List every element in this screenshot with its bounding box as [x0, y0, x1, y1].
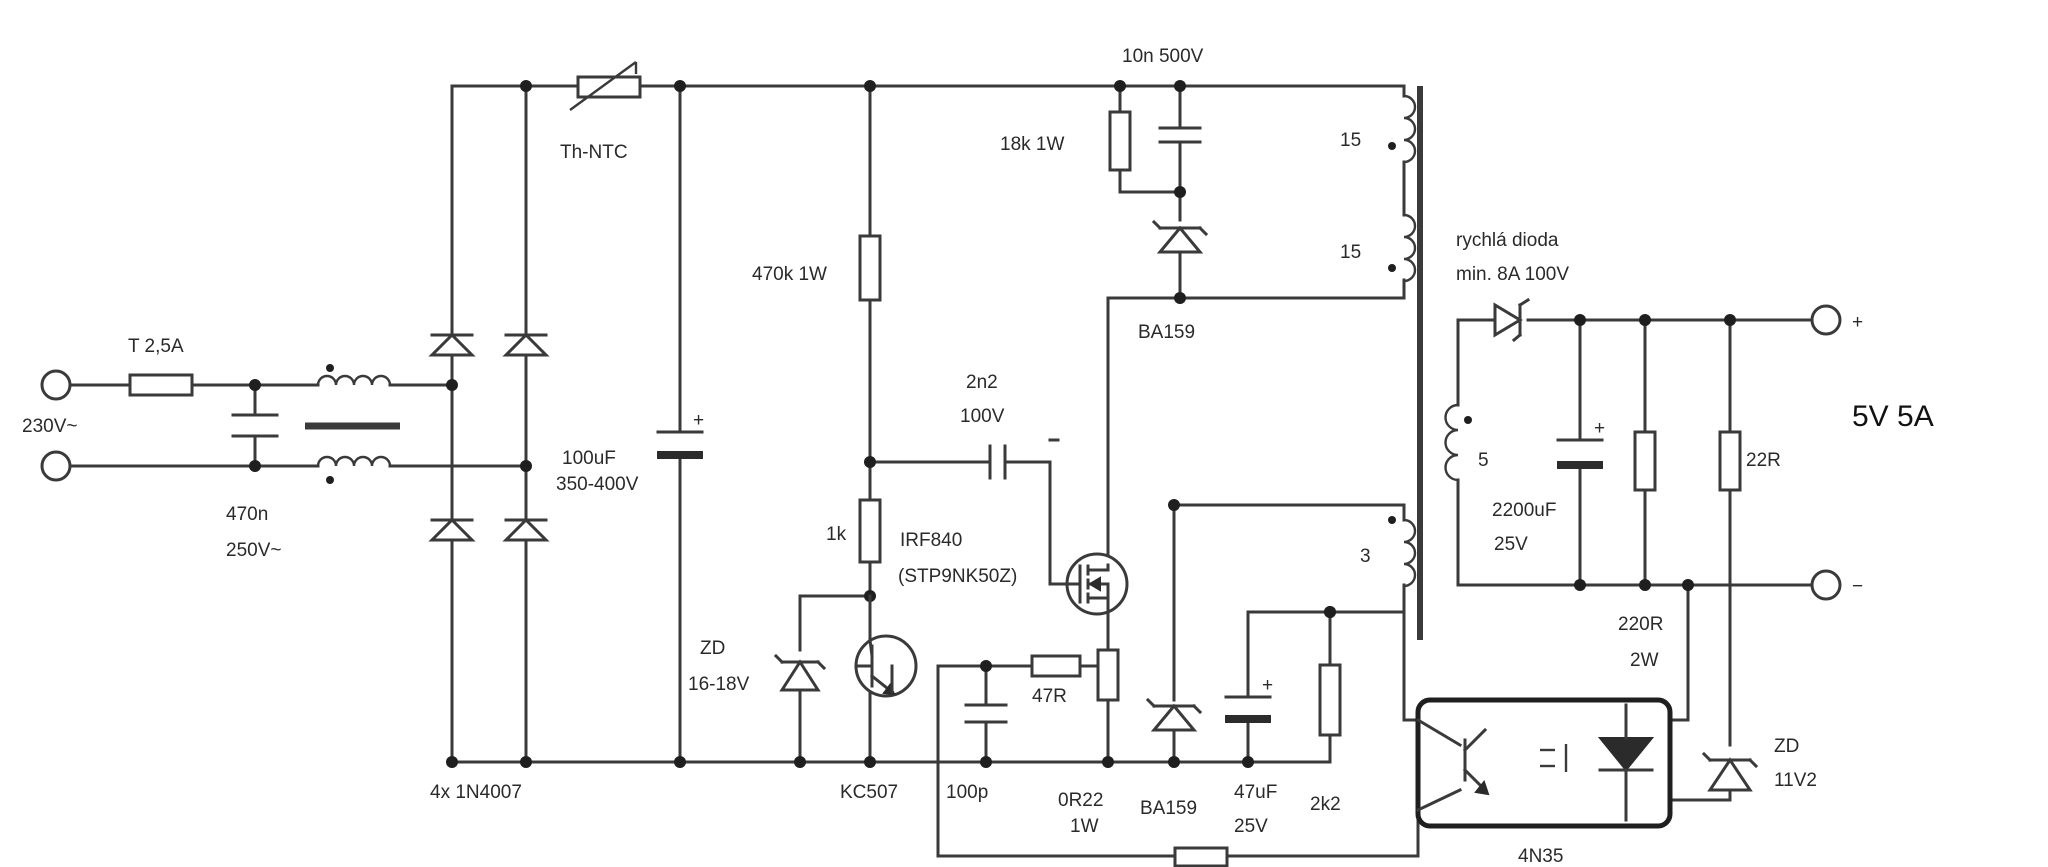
- gate-resistor-label: 1k: [826, 524, 847, 545]
- output-zener-value-label: 11V2: [1774, 770, 1817, 791]
- sense-resistor-rating-label: 1W: [1070, 816, 1099, 837]
- aux-cap-rating-label: 25V: [1234, 816, 1268, 837]
- output-diode-label-1: rychlá dioda: [1456, 230, 1559, 251]
- transistor-kc507: [854, 594, 918, 698]
- feedback-resistor-bottom: [1173, 846, 1229, 867]
- x-cap-value-label: 470n: [226, 504, 268, 525]
- winding-secondary-label: 5: [1478, 450, 1489, 471]
- wires: [68, 84, 1814, 858]
- optocoupler-label: 4N35: [1518, 846, 1563, 867]
- snubber-diode-label: BA159: [1138, 322, 1195, 343]
- series-resistor-22r: [1718, 430, 1742, 492]
- minus-terminal-label: −: [1852, 576, 1863, 597]
- resistor-47r-label: 47R: [1032, 686, 1067, 707]
- svg-text:+: +: [1262, 675, 1273, 696]
- bridge-diodes-label: 4x 1N4007: [430, 782, 522, 803]
- plus-terminal-label: +: [1852, 312, 1863, 333]
- output-cap-value-label: 2200uF: [1492, 500, 1556, 521]
- fuse: [128, 373, 194, 397]
- bulk-cap-rating-label: 350-400V: [556, 474, 639, 495]
- load-resistor-rating-label: 2W: [1630, 650, 1659, 671]
- sense-resistor: [1096, 648, 1120, 702]
- aux-diode: [1145, 697, 1203, 732]
- startup-resistor: [858, 234, 882, 302]
- output-terminals: [1810, 304, 1842, 601]
- svg-text:+: +: [693, 410, 704, 431]
- aux-resistor-2k2: [1318, 663, 1342, 737]
- bulk-cap-value-label: 100uF: [562, 448, 616, 469]
- ntc-label: Th-NTC: [560, 142, 628, 163]
- gate-zener-value-label: 16-18V: [688, 674, 750, 695]
- feedback-capacitor: [988, 444, 1007, 480]
- mosfet-alt-label: (STP9NK50Z): [898, 566, 1017, 587]
- svg-text:+: +: [1594, 418, 1605, 439]
- load-resistor-value-label: 220R: [1618, 614, 1663, 635]
- input-voltage-label: 230V~: [22, 416, 77, 437]
- sense-resistor-value-label: 0R22: [1058, 790, 1103, 811]
- gate-resistor: [858, 498, 882, 564]
- output-capacitor: +: [1556, 418, 1605, 469]
- mosfet-name-label: IRF840: [900, 530, 962, 551]
- aux-diode-label: BA159: [1140, 798, 1197, 819]
- feedback-cap-rating-label: 100V: [960, 406, 1005, 427]
- snubber-cap-label: 10n 500V: [1122, 46, 1204, 67]
- mosfet: [1048, 462, 1129, 618]
- ntc-thermistor: [569, 61, 642, 111]
- zener-diode-gate: [773, 653, 827, 692]
- optocoupler: [1415, 697, 1673, 829]
- x-capacitor: [231, 413, 279, 438]
- output-diode-label-2: min. 8A 100V: [1456, 264, 1569, 285]
- capacitor-100p: [964, 703, 1008, 724]
- gate-zener-label: ZD: [700, 638, 725, 659]
- output-diode: [1493, 297, 1531, 343]
- x-cap-rating-label: 250V~: [226, 540, 281, 561]
- cap-100p-label: 100p: [946, 782, 988, 803]
- resistor-47r: [1030, 654, 1082, 678]
- common-mode-choke: [305, 364, 400, 484]
- snubber-capacitor: [1158, 126, 1202, 144]
- series-resistor-label: 22R: [1746, 450, 1781, 471]
- winding-primary-1-label: 15: [1340, 130, 1361, 151]
- input-terminals: [40, 369, 72, 482]
- snubber-resistor: [1108, 110, 1132, 172]
- startup-resistor-label: 470k 1W: [752, 264, 827, 285]
- rating-label: 5V 5A: [1852, 400, 1934, 433]
- zener-diode-tl: [1701, 751, 1759, 792]
- snubber-diode: [1151, 219, 1209, 254]
- transistor-label: KC507: [840, 782, 898, 803]
- transformer: [1388, 86, 1472, 640]
- fuse-label: T 2,5A: [128, 336, 184, 357]
- snubber-resistor-label: 18k 1W: [1000, 134, 1064, 155]
- labels: 230V~ T 2,5A 470n 250V~ 4x 1N4007 Th-NTC…: [22, 46, 1934, 867]
- aux-capacitor: +: [1224, 675, 1273, 723]
- bulk-capacitor: +: [656, 410, 704, 459]
- winding-primary-2-label: 15: [1340, 242, 1361, 263]
- winding-aux-label: 3: [1360, 546, 1371, 567]
- output-cap-rating-label: 25V: [1494, 534, 1528, 555]
- bridge-rectifier: [428, 332, 550, 542]
- load-resistor-220r: [1633, 430, 1657, 492]
- output-zener-label: ZD: [1774, 736, 1799, 757]
- feedback-cap-value-label: 2n2: [966, 372, 998, 393]
- aux-resistor-label: 2k2: [1310, 794, 1341, 815]
- junction-dots: [249, 80, 1736, 768]
- aux-cap-value-label: 47uF: [1234, 782, 1277, 803]
